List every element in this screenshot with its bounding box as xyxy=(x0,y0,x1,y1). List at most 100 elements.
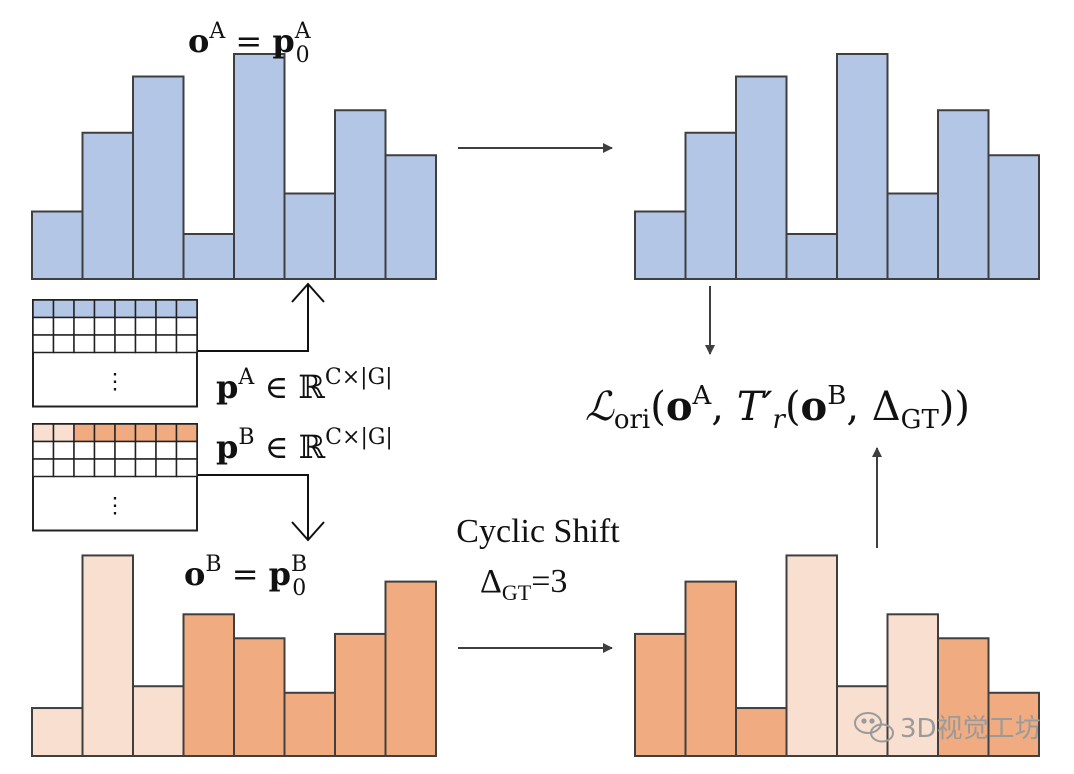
loss-delta: Δ xyxy=(872,384,901,430)
hist-top-left-bar-1 xyxy=(81,131,134,280)
matrix-a-cell-2-1 xyxy=(52,334,75,354)
hist-bottom-right-bar-7 xyxy=(987,691,1040,758)
hist-top-left-bar-3 xyxy=(182,233,235,280)
matrix-a-cell-0-7 xyxy=(175,299,198,319)
hist-bottom-left-bar-3 xyxy=(182,613,235,757)
oa-p: p xyxy=(272,22,294,60)
loss-comma1: , xyxy=(711,384,736,430)
wechat-icon xyxy=(854,712,894,743)
matrix-b-dots: ⋮ xyxy=(104,494,126,519)
pa-sup: A xyxy=(237,365,255,390)
pa-p: p xyxy=(216,368,238,406)
matrix-a-cell-2-4 xyxy=(114,334,137,354)
hist-bottom-right-bar-1 xyxy=(684,580,737,757)
matrix-a-cell-1-3 xyxy=(93,316,116,336)
ob-o: o xyxy=(184,555,205,593)
hist-top-right-bar-0 xyxy=(634,210,687,280)
hist-top-right-bar-6 xyxy=(937,109,990,280)
matrix-a-cell-2-3 xyxy=(93,334,116,354)
matrix-pb: ⋮ xyxy=(32,423,198,532)
matrix-a-cell-1-6 xyxy=(155,316,178,336)
histogram-ob xyxy=(31,554,437,758)
hist-top-right-bar-2 xyxy=(735,75,788,280)
hist-bottom-right-bar-0 xyxy=(634,632,687,757)
matrix-b-cell-1-2 xyxy=(73,440,96,460)
hist-top-right-bar-4 xyxy=(836,53,889,280)
matrix-a-cell-1-2 xyxy=(73,316,96,336)
hist-top-right-bar-7 xyxy=(987,154,1040,280)
matrix-a-cell-0-4 xyxy=(114,299,137,319)
pa-in: ∈ xyxy=(254,368,298,406)
hist-bottom-left-bar-2 xyxy=(132,685,185,757)
matrix-b-cell-1-4 xyxy=(114,440,137,460)
matrix-pa: ⋮ xyxy=(32,299,198,408)
loss-oa: o xyxy=(666,383,693,430)
hist-top-right-bar-5 xyxy=(886,192,939,280)
matrix-b-cell-0-1 xyxy=(52,423,75,443)
loss-comma2: , xyxy=(846,384,871,430)
hist-top-left-bar-4 xyxy=(233,53,286,280)
matrix-b-cell-1-3 xyxy=(93,440,116,460)
matrix-b-cell-0-7 xyxy=(175,423,198,443)
matrix-a-cell-1-7 xyxy=(175,316,198,336)
matrix-b-cell-0-4 xyxy=(114,423,137,443)
label-pb-space: pB ∈ ℝC×|G| xyxy=(216,425,393,466)
loss-T: T′ xyxy=(737,384,773,430)
ob-eq-sign: = xyxy=(222,555,269,593)
matrix-b-cell-1-5 xyxy=(134,440,157,460)
loss-close: )) xyxy=(939,384,970,430)
oa-sup: A xyxy=(208,19,226,44)
hist-top-left-bar-6 xyxy=(334,109,387,280)
matrix-a-cell-1-0 xyxy=(32,316,55,336)
matrix-a-cell-2-5 xyxy=(134,334,157,354)
matrix-b-cell-2-0 xyxy=(32,458,55,478)
label-delta-gt: ΔGT=3 xyxy=(480,563,567,605)
loss-ob-sup: B xyxy=(827,381,846,411)
matrix-b-cell-2-6 xyxy=(155,458,178,478)
matrix-b-cell-0-5 xyxy=(134,423,157,443)
hist-top-right-bar-1 xyxy=(684,131,737,280)
matrix-a-dots: ⋮ xyxy=(104,370,126,395)
hist-top-left-bar-7 xyxy=(384,154,437,280)
ob-p: p xyxy=(269,555,291,593)
loss-delta-sub: GT xyxy=(901,405,940,435)
hist-bottom-left-bar-7 xyxy=(384,580,437,757)
matrix-b-cell-1-0 xyxy=(32,440,55,460)
matrix-b-cell-0-2 xyxy=(73,423,96,443)
matrix-b-cell-2-4 xyxy=(114,458,137,478)
loss-oa-sup: A xyxy=(692,381,713,411)
matrix-a-cell-0-2 xyxy=(73,299,96,319)
matrix-b-cell-1-1 xyxy=(52,440,75,460)
label-loss: ℒori(oA, T′r(oB, ΔGT)) xyxy=(585,381,970,435)
ob-p-sub: 0 xyxy=(292,576,306,601)
pb-in: ∈ xyxy=(255,428,299,466)
matrix-a-cell-0-0 xyxy=(32,299,55,319)
matrix-b-cell-2-5 xyxy=(134,458,157,478)
hist-bottom-right-bar-5 xyxy=(886,613,939,757)
hist-bottom-left-bar-0 xyxy=(31,707,84,757)
ob-p-sup: B xyxy=(291,552,307,577)
oa-o: o xyxy=(188,22,209,60)
ob-sup: B xyxy=(205,552,221,577)
loss-r: r xyxy=(773,405,787,435)
matrix-a-cell-1-1 xyxy=(52,316,75,336)
hist-bottom-left-bar-5 xyxy=(283,691,336,758)
matrix-a-cell-0-6 xyxy=(155,299,178,319)
matrix-b-cell-0-0 xyxy=(32,423,55,443)
pa-dim: C×|G| xyxy=(325,365,393,390)
delta-symbol: Δ xyxy=(480,563,502,600)
hist-bottom-left-bar-4 xyxy=(233,637,286,758)
matrix-a-cell-2-2 xyxy=(73,334,96,354)
matrix-a-cell-2-6 xyxy=(155,334,178,354)
label-pa-space: pA ∈ ℝC×|G| xyxy=(216,365,393,406)
watermark-text: 3D视觉工坊 xyxy=(900,714,1041,744)
loss-sub: ori xyxy=(614,405,650,435)
matrix-a-cell-0-3 xyxy=(93,299,116,319)
matrix-a-cell-1-4 xyxy=(114,316,137,336)
hist-top-left-bar-0 xyxy=(31,210,84,280)
hist-bottom-left-bar-6 xyxy=(334,632,387,757)
